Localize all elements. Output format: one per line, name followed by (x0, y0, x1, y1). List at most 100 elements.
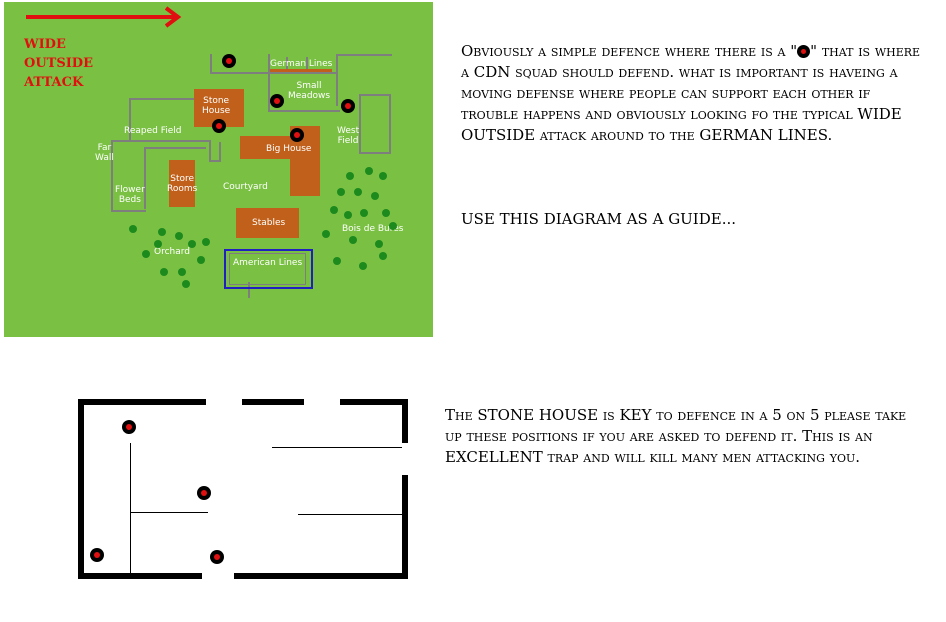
american-lines-inner (229, 253, 306, 285)
tree-icon (379, 172, 387, 180)
tree-icon (371, 192, 379, 200)
tree-icon (129, 225, 137, 233)
wall (129, 98, 131, 142)
wall (144, 147, 146, 209)
stone-house-floorplan (78, 399, 408, 579)
guide-note: USE THIS DIAGRAM AS A GUIDE... (461, 210, 737, 228)
attack-arrow-icon (26, 6, 184, 28)
tree-icon (354, 188, 362, 196)
wall (268, 54, 270, 112)
big-house-label: Big House (266, 144, 312, 154)
german-lines-marker (270, 69, 332, 72)
defence-note: Obviously a simple defence where there i… (461, 20, 931, 146)
orchard-label: Orchard (154, 247, 191, 257)
wall (340, 399, 408, 405)
american-lines-box (224, 249, 313, 289)
tree-icon (360, 209, 368, 217)
wall (219, 142, 221, 162)
wall (111, 140, 211, 142)
tree-icon (202, 238, 210, 246)
wall (336, 54, 392, 56)
defense-position-icon (210, 550, 224, 564)
tree-icon (197, 256, 205, 264)
wall (359, 152, 391, 154)
defense-position-icon (341, 99, 355, 113)
big-house-building (240, 136, 290, 159)
interior-wall (130, 512, 208, 513)
defense-position-icon (197, 486, 211, 500)
interior-wall (298, 514, 402, 515)
tree-icon (178, 268, 186, 276)
interior-wall (272, 447, 402, 448)
wall (210, 54, 212, 74)
far-wall-label: Far Wall (95, 143, 114, 163)
defense-position-icon (797, 45, 811, 58)
wall (286, 57, 288, 73)
stables-label: Stables (252, 218, 286, 228)
wall (336, 54, 338, 106)
tree-icon (346, 172, 354, 180)
defense-position-icon (212, 119, 226, 133)
defence-note-before: Obviously a simple defence where there i… (461, 42, 798, 60)
tree-icon (382, 209, 390, 217)
tree-icon (188, 240, 196, 248)
wall (234, 573, 408, 579)
wall (78, 399, 206, 405)
tree-icon (365, 167, 373, 175)
courtyard-label: Courtyard (223, 182, 268, 192)
wide-outside-attack-label: WIDE OUTSIDE ATTACK (24, 37, 93, 90)
wall (402, 399, 408, 443)
tree-icon (337, 188, 345, 196)
defense-position-icon (222, 54, 236, 68)
tree-icon (349, 236, 357, 244)
wall (402, 475, 408, 579)
tree-icon (158, 228, 166, 236)
tree-icon (322, 230, 330, 238)
wall (268, 110, 340, 112)
wall (244, 399, 304, 405)
defense-position-icon (270, 94, 284, 108)
tree-icon (375, 240, 383, 248)
american-lines-label: American Lines (233, 258, 303, 268)
tree-icon (333, 257, 341, 265)
wall (209, 140, 211, 162)
interior-wall (130, 443, 131, 573)
defense-position-icon (90, 548, 104, 562)
small-meadows-label: Small Meadows (288, 81, 331, 101)
store-rooms-building (169, 160, 195, 207)
farm-map: WIDE OUTSIDE ATTACK German Lines Small M… (4, 2, 433, 337)
stone-house-label: Stone House (202, 96, 231, 116)
tree-icon (344, 211, 352, 219)
wall (209, 160, 221, 162)
tree-icon (379, 252, 387, 260)
german-lines-label: German Lines (270, 59, 333, 69)
tree-icon (175, 232, 183, 240)
reaped-field-label: Reaped Field (124, 126, 182, 136)
wall (389, 94, 391, 154)
wall (359, 94, 361, 154)
wall (111, 210, 146, 212)
store-rooms-label: Store Rooms (167, 174, 198, 194)
stone-house-note: The STONE HOUSE is KEY to defence in a 5… (445, 406, 907, 466)
wall (306, 57, 308, 73)
wall (248, 282, 250, 298)
wall (78, 399, 84, 579)
tree-icon (182, 280, 190, 288)
defense-position-icon (122, 420, 136, 434)
defense-position-icon (290, 128, 304, 142)
wall (359, 94, 391, 96)
tree-icon (389, 222, 397, 230)
wall (111, 140, 113, 212)
wall (144, 147, 206, 149)
wall (129, 98, 195, 100)
stables-building (236, 208, 299, 238)
defence-note-after: " that is where a CDN squad should defen… (461, 42, 921, 144)
tree-icon (154, 240, 162, 248)
wall (210, 72, 270, 74)
bois-de-bures-label: Bois de Bures (342, 224, 404, 234)
wall (268, 72, 338, 74)
tree-icon (142, 250, 150, 258)
tree-icon (330, 206, 338, 214)
flower-beds-label: Flower Beds (115, 185, 145, 205)
west-field-label: West Field (337, 126, 360, 146)
